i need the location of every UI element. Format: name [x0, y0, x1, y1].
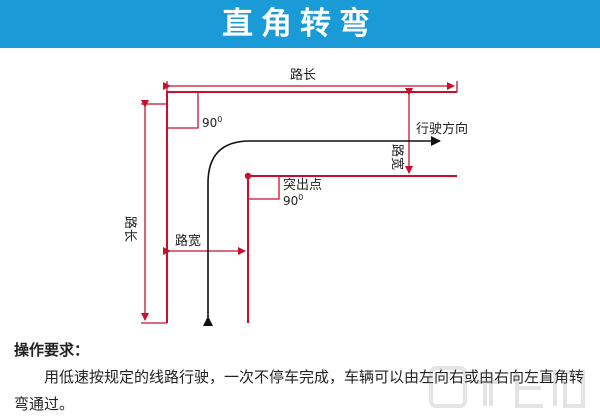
- top-road-length-label: 路长: [290, 67, 316, 83]
- requirements-body: 用低速按规定的线路行驶，一次不停车完成，车辆可以由左向右或由右向左直角转弯通过。: [14, 368, 585, 413]
- corner-angle-label: 900: [202, 115, 222, 130]
- driving-direction-label: 行驶方向: [416, 121, 468, 137]
- protruding-point-dot: [244, 172, 252, 180]
- inner-angle-label: 900: [283, 193, 303, 208]
- left-road-length-dimension: [141, 100, 167, 324]
- right-angle-turn-diagram: 路长 路长 路宽 路宽 900 突出点 900 行驶方向: [122, 67, 468, 326]
- bottom-road-width-label: 路宽: [175, 233, 201, 249]
- corner-right-angle-mark: [167, 92, 199, 129]
- page-title: 直角转弯: [222, 6, 378, 42]
- protruding-point-right-angle-mark: [248, 176, 280, 200]
- driving-path: [203, 136, 441, 326]
- top-road-length-dimension: [163, 81, 458, 92]
- watermark-logo: [429, 366, 585, 408]
- requirements-heading: 操作要求：: [14, 341, 90, 359]
- protruding-point-label: 突出点: [283, 177, 322, 193]
- header-banner: 直角转弯: [0, 0, 600, 48]
- left-road-length-label: 路长: [122, 216, 138, 242]
- right-road-width-label: 路宽: [389, 144, 405, 170]
